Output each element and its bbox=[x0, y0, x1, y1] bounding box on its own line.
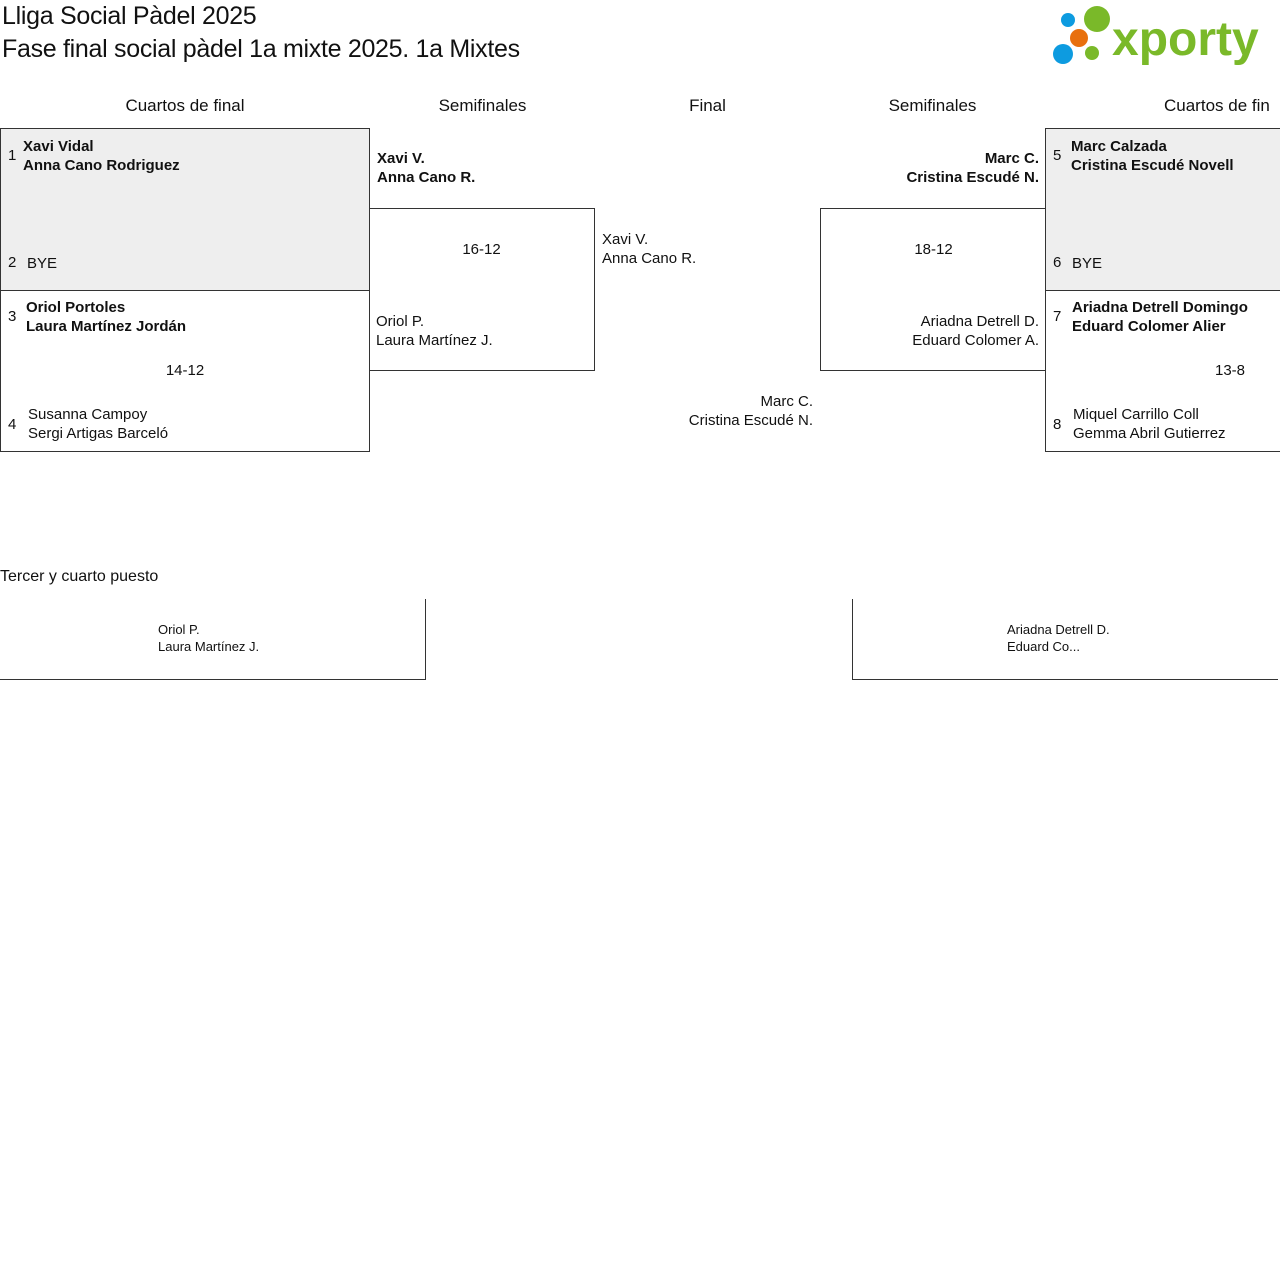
seed: 4 bbox=[8, 416, 17, 433]
page-subtitle: Fase final social pàdel 1a mixte 2025. 1… bbox=[2, 35, 520, 63]
final-team-b: Marc C.Cristina Escudé N. bbox=[688, 393, 813, 429]
team-name: BYE bbox=[1072, 255, 1103, 272]
round-header-right-qf: Cuartos de fin bbox=[1164, 96, 1270, 115]
seed: 1 bbox=[8, 147, 17, 164]
left-sf-team-a: Xavi V.Anna Cano R. bbox=[377, 150, 476, 186]
seed: 2 bbox=[8, 254, 17, 271]
seed: 3 bbox=[8, 308, 17, 325]
round-header-left-sf: Semifinales bbox=[438, 96, 527, 115]
seed: 7 bbox=[1053, 308, 1062, 325]
match-score: 16-12 bbox=[462, 241, 501, 258]
team-name: Oriol P.Laura Martínez J. bbox=[158, 622, 260, 654]
round-header-left-qf: Cuartos de final bbox=[125, 96, 245, 115]
seed: 8 bbox=[1053, 416, 1062, 433]
logo-text: xporty bbox=[1112, 13, 1259, 66]
team-name: Ariadna Detrell D.Eduard Colomer A. bbox=[912, 313, 1039, 349]
third-place-team-a[interactable]: Oriol P.Laura Martínez J. bbox=[0, 599, 426, 680]
round-header-right-sf: Semifinales bbox=[888, 96, 977, 115]
team-name: Oriol P.Laura Martínez J. bbox=[376, 313, 493, 349]
seed: 6 bbox=[1053, 254, 1062, 271]
match-score: 14-12 bbox=[165, 362, 205, 379]
page-title: Lliga Social Pàdel 2025 bbox=[2, 2, 257, 30]
xporty-logo: xporty bbox=[1050, 3, 1278, 67]
third-place-team-b[interactable]: Ariadna Detrell D.Eduard Co... bbox=[852, 599, 1278, 680]
match-right-sf[interactable]: 18-12 Ariadna Detrell D.Eduard Colomer A… bbox=[820, 208, 1046, 371]
team-name: BYE bbox=[27, 255, 58, 272]
match-left-sf[interactable]: 16-12 Oriol P.Laura Martínez J. bbox=[369, 208, 595, 371]
match-score: 13-8 bbox=[1215, 362, 1246, 379]
right-sf-team-a: Marc C.Cristina Escudé N. bbox=[906, 150, 1039, 186]
match-score: 18-12 bbox=[914, 241, 953, 258]
seed: 5 bbox=[1053, 147, 1062, 164]
third-place-title: Tercer y cuarto puesto bbox=[0, 568, 159, 585]
team-name: Ariadna Detrell D.Eduard Co... bbox=[1007, 622, 1110, 654]
round-header-final: Final bbox=[689, 96, 726, 115]
final-team-a: Xavi V.Anna Cano R. bbox=[602, 231, 697, 267]
